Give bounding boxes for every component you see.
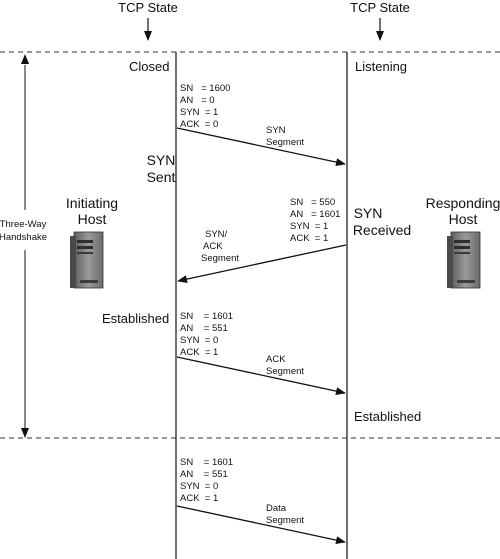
- syn-ack-segment-arrow: [177, 244, 347, 284]
- seg3-field-an: AN = 551: [180, 323, 228, 334]
- server-icon: [70, 231, 104, 289]
- seg4-field-ack: ACK = 1: [180, 493, 218, 504]
- seg1-field-sn: SN = 1600: [180, 83, 230, 94]
- state-syn-sent-line2: Sent: [147, 169, 176, 185]
- handshake-span-arrow-top: [21, 54, 29, 64]
- seg2-field-an: AN = 1601: [290, 209, 340, 220]
- seg2-field-ack: ACK = 1: [290, 233, 328, 244]
- state-syn-received-line2: Received: [353, 222, 411, 238]
- handshake-label-line1: Three-Way: [0, 219, 47, 230]
- ack-segment-arrow: [176, 356, 346, 396]
- header-right: TCP State: [350, 0, 410, 15]
- state-established-left: Established: [102, 311, 169, 326]
- syn-segment-arrow: [176, 127, 346, 167]
- state-listening: Listening: [355, 59, 407, 74]
- host-initiating-label-line2: Host: [78, 211, 107, 227]
- state-closed: Closed: [129, 59, 169, 74]
- seg2-label-line3: Segment: [201, 253, 239, 264]
- seg4-label-line1: Data: [266, 503, 287, 514]
- seg4-field-an: AN = 551: [180, 469, 228, 480]
- seg2-label-line2: ACK: [203, 241, 223, 252]
- seg3-field-ack: ACK = 1: [180, 347, 218, 358]
- seg3-label-line2: Segment: [266, 366, 304, 377]
- host-initiating-label-line1: Initiating: [66, 195, 118, 211]
- seg2-field-sn: SN = 550: [290, 197, 335, 208]
- seg4-field-sn: SN = 1601: [180, 457, 233, 468]
- seg2-field-syn: SYN = 1: [290, 221, 328, 232]
- handshake-label-bg: [1, 210, 45, 250]
- seg4-label-line2: Segment: [266, 515, 304, 526]
- handshake-span-arrow-bottom: [21, 428, 29, 438]
- state-syn-sent-line1: SYN: [147, 152, 176, 168]
- seg1-label-line2: Segment: [266, 137, 304, 148]
- host-responding-label-line1: Responding: [426, 195, 500, 211]
- seg1-field-an: AN = 0: [180, 95, 215, 106]
- state-syn-received-line1: SYN: [354, 205, 383, 221]
- handshake-label-line2: Handshake: [0, 232, 47, 243]
- server-icon: [447, 231, 481, 289]
- seg1-field-ack: ACK = 0: [180, 119, 218, 130]
- data-segment-arrow: [176, 505, 346, 545]
- seg1-field-syn: SYN = 1: [180, 107, 218, 118]
- state-established-right: Established: [354, 409, 421, 424]
- seg3-label-line1: ACK: [266, 354, 286, 365]
- host-responding-label-line2: Host: [449, 211, 478, 227]
- seg4-field-syn: SYN = 0: [180, 481, 218, 492]
- seg3-field-sn: SN = 1601: [180, 311, 233, 322]
- seg3-field-syn: SYN = 0: [180, 335, 218, 346]
- seg1-label-line1: SYN: [266, 125, 286, 136]
- header-left: TCP State: [118, 0, 178, 15]
- seg2-label-line1: SYN/: [205, 229, 228, 240]
